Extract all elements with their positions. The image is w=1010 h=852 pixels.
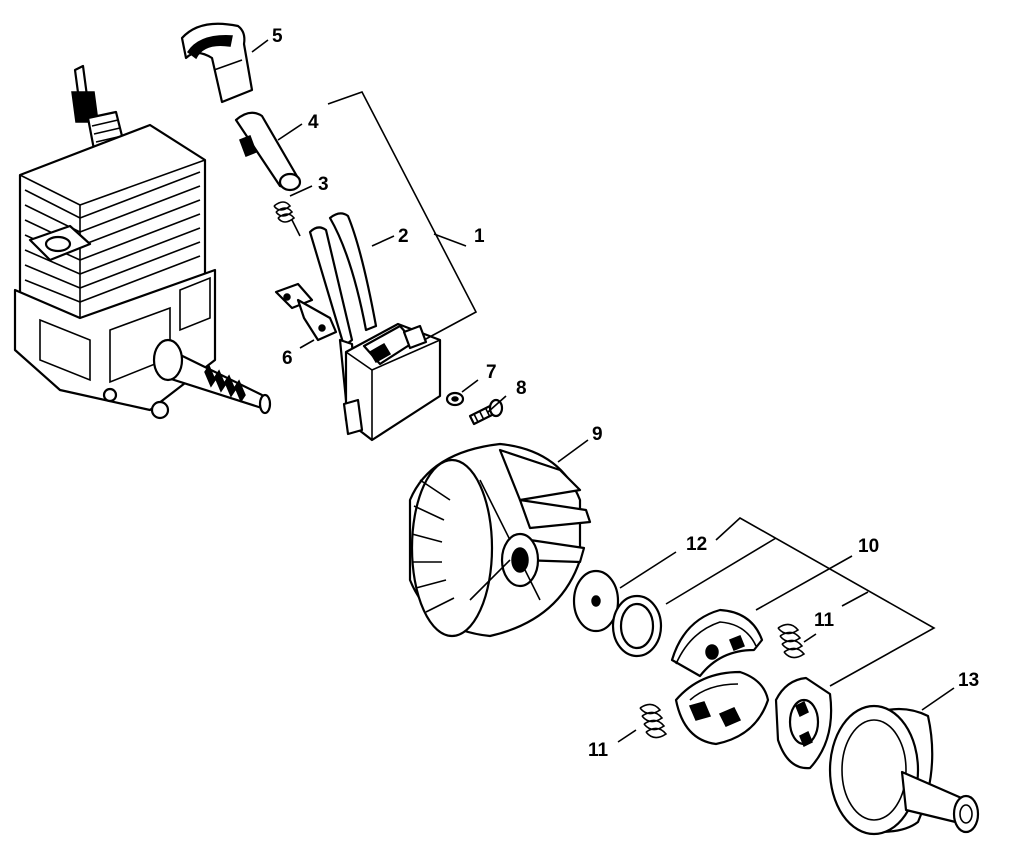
part-3-spring	[273, 201, 301, 237]
engine-cylinder	[13, 64, 272, 420]
callout-labels: 5 4 3 2 1 6 7 8 9 12 10 11 11 13	[272, 26, 979, 761]
callout-11-lower: 11	[588, 740, 609, 761]
clutch-shoe-lower	[674, 670, 770, 746]
callout-2: 2	[398, 226, 409, 247]
part-5-boot-cap	[180, 22, 254, 104]
callout-8: 8	[516, 378, 527, 399]
callout-12: 12	[686, 534, 707, 555]
part-6-contact-spring	[274, 282, 338, 342]
part-1-ignition-module	[342, 322, 442, 442]
part-10-clutch-shoe-upper	[670, 608, 764, 678]
callout-3: 3	[318, 174, 329, 195]
part-4-plug-terminal	[234, 111, 302, 192]
callout-9: 9	[592, 424, 603, 445]
callout-5: 5	[272, 26, 283, 47]
callout-10: 10	[858, 536, 879, 557]
callout-13: 13	[958, 670, 979, 691]
callout-4: 4	[308, 112, 319, 133]
callout-11-upper: 11	[814, 610, 835, 631]
callout-1: 1	[474, 226, 485, 247]
part-13-clutch-drum	[828, 704, 980, 836]
part-7-washer	[445, 391, 465, 407]
part-11-spring-upper	[777, 623, 806, 659]
clutch-carrier	[774, 676, 833, 770]
callout-6: 6	[282, 348, 293, 369]
callout-7: 7	[486, 362, 497, 383]
part-11-spring-lower	[639, 703, 668, 739]
part-9-flywheel	[408, 442, 592, 638]
part-12-washers	[572, 569, 663, 658]
leader-lines	[251, 39, 955, 743]
